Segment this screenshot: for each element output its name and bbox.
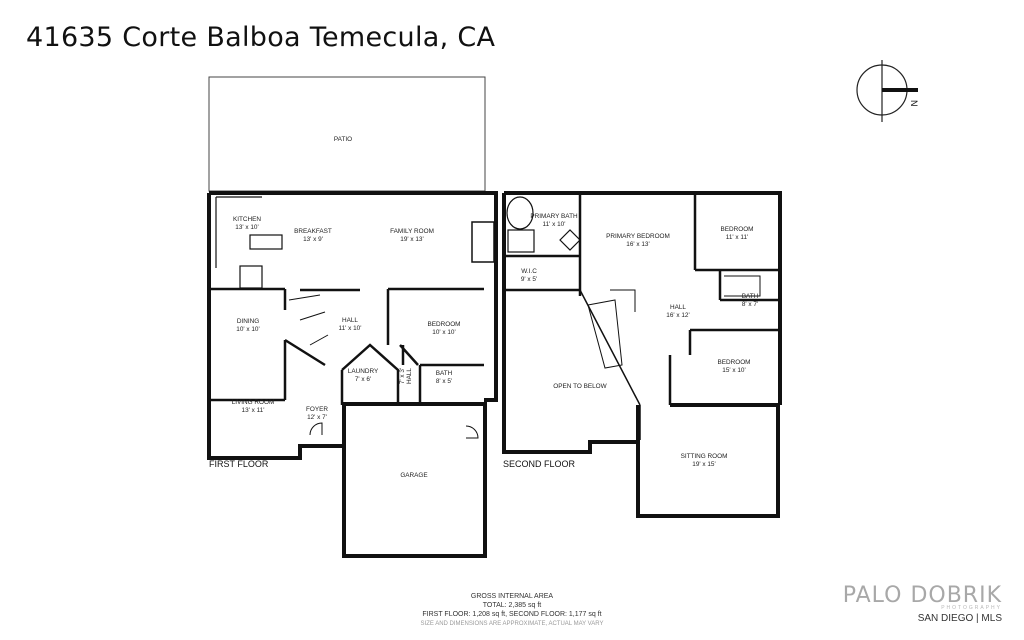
room-bedroom-upper: BEDROOM [720,226,753,233]
room-dining-size: 10' x 10' [236,326,259,333]
room-dining: DINING [237,318,259,325]
room-laundry-size: 7' x 6' [355,376,371,383]
room-bath-second: BATH [742,293,759,300]
room-hall-first: HALL [342,317,358,324]
room-hall-small: HALL [406,368,413,384]
room-bedroom-upper-size: 11' x 11' [726,234,748,241]
room-hall-second: HALL [670,304,686,311]
brand-block: PALO DOBRIK PHOTOGRAPHY SAN DIEGO | MLS [843,583,1002,624]
room-living-room-size: 13' x 11' [242,407,265,414]
first-floor-plan [207,76,498,558]
floor-label-first: FIRST FLOOR [209,459,269,469]
compass-north-label: N [909,100,919,107]
page-title: 41635 Corte Balboa Temecula, CA [26,22,496,53]
room-primary-bedroom-size: 16' x 13' [626,241,649,248]
footer-total-area: TOTAL: 2,385 sq ft [482,602,542,609]
room-family-room-size: 19' x 13' [400,236,423,243]
room-family-room: FAMILY ROOM [390,228,434,235]
floor-label-second: SECOND FLOOR [503,459,576,469]
brand-logo: PALO DOBRIK [842,583,1002,608]
room-primary-bath-size: 11' x 10' [543,221,566,228]
brand-subtitle: PHOTOGRAPHY [941,605,1002,611]
room-primary-bath: PRIMARY BATH [530,213,578,220]
room-breakfast: BREAKFAST [294,228,332,235]
room-foyer: FOYER [306,406,328,413]
room-kitchen: KITCHEN [233,216,261,223]
room-hall-small-size: 7' x 3' [399,368,406,384]
room-patio: PATIO [334,136,352,143]
room-sitting-room: SITTING ROOM [681,453,728,460]
footer-gross-area-heading: GROSS INTERNAL AREA [470,593,554,600]
room-breakfast-size: 13' x 9' [303,236,323,243]
room-open-to-below: OPEN TO BELOW [553,383,607,390]
room-bedroom-first-size: 10' x 10' [432,329,455,336]
room-hall-first-size: 11' x 10' [339,325,362,332]
footer-disclaimer: SIZE AND DIMENSIONS ARE APPROXIMATE, ACT… [420,621,604,627]
room-bedroom-third-size: 15' x 10' [722,367,745,374]
room-labels: PATIO KITCHEN 13' x 10' BREAKFAST 13' x … [232,136,759,479]
room-wic-size: 9' x 5' [521,276,537,283]
room-hall-second-size: 16' x 12' [666,312,689,319]
room-bath-first-size: 8' x 5' [436,378,452,385]
footer-floor-areas: FIRST FLOOR: 1,208 sq ft, SECOND FLOOR: … [422,611,602,618]
room-kitchen-size: 13' x 10' [235,224,258,231]
room-living-room: LIVING ROOM [232,399,275,406]
second-floor-plan [502,191,782,518]
mls-label: SAN DIEGO | MLS [917,613,1002,624]
room-wic: W.I.C [521,268,537,275]
room-laundry: LAUNDRY [348,368,379,375]
room-garage: GARAGE [400,472,427,479]
room-bath-first: BATH [436,370,453,377]
room-bedroom-first: BEDROOM [427,321,460,328]
room-primary-bedroom: PRIMARY BEDROOM [606,233,670,240]
room-bath-second-size: 8' x 7' [742,301,758,308]
compass-icon [856,60,918,122]
room-bedroom-third: BEDROOM [717,359,750,366]
room-sitting-room-size: 19' x 15' [692,461,715,468]
room-foyer-size: 12' x 7' [307,414,327,421]
